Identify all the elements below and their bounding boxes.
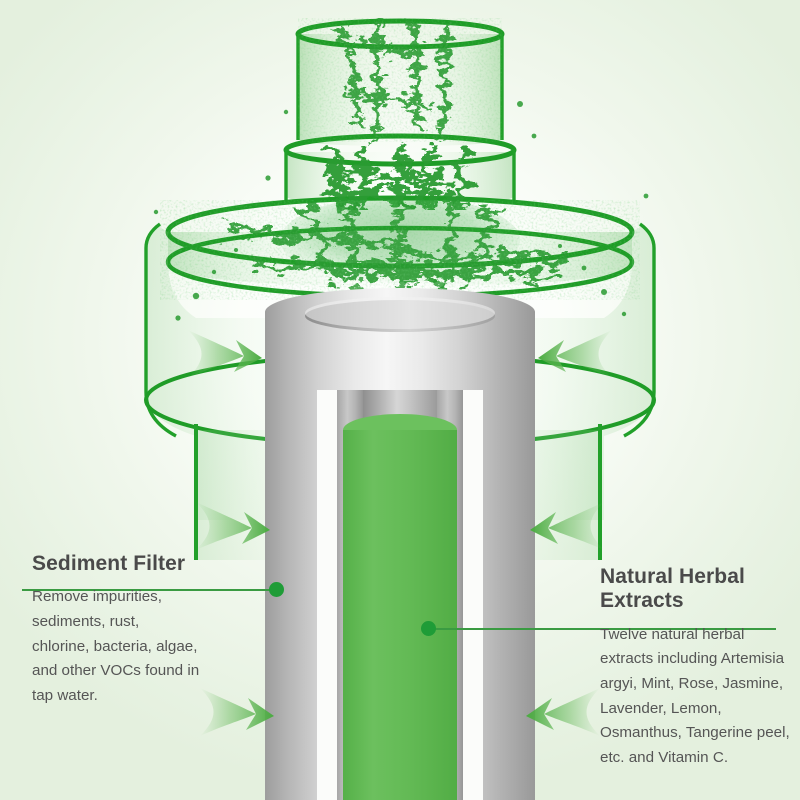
water-splash-middle [315, 142, 471, 210]
arrow-inflow-right-1 [538, 330, 612, 378]
herbal-core-body [343, 430, 457, 800]
arrow-inflow-left-3 [200, 688, 274, 736]
callout-title-sediment-filter: Sediment Filter [32, 552, 186, 575]
leader-dot-right [421, 621, 436, 636]
arrow-inflow-left-1 [188, 330, 262, 378]
callout-body-natural-herbal-extracts: Twelve natural herbal extracts including… [600, 625, 790, 766]
water-splash-bowl [168, 200, 632, 292]
cartridge-gap-left [317, 390, 337, 800]
leader-line-right [428, 628, 776, 630]
leader-dot-left [269, 582, 284, 597]
callout-natural-herbal-extracts: Natural Herbal Extracts Twelve natural h… [600, 565, 792, 770]
arrow-inflow-right-2 [530, 502, 604, 550]
filter-cartridge [265, 288, 535, 800]
water-splash-top [298, 18, 502, 142]
arrow-inflow-right-3 [526, 688, 600, 736]
arrow-inflow-left-2 [196, 502, 270, 550]
callout-body-sediment-filter: Remove impurities, sediments, rust, chlo… [32, 588, 200, 704]
cartridge-gap-right [463, 390, 483, 800]
callout-title-natural-herbal-extracts: Natural Herbal Extracts [600, 565, 745, 613]
callout-sediment-filter: Sediment Filter Remove impurities, sedim… [32, 552, 200, 708]
leader-line-left [22, 589, 276, 591]
